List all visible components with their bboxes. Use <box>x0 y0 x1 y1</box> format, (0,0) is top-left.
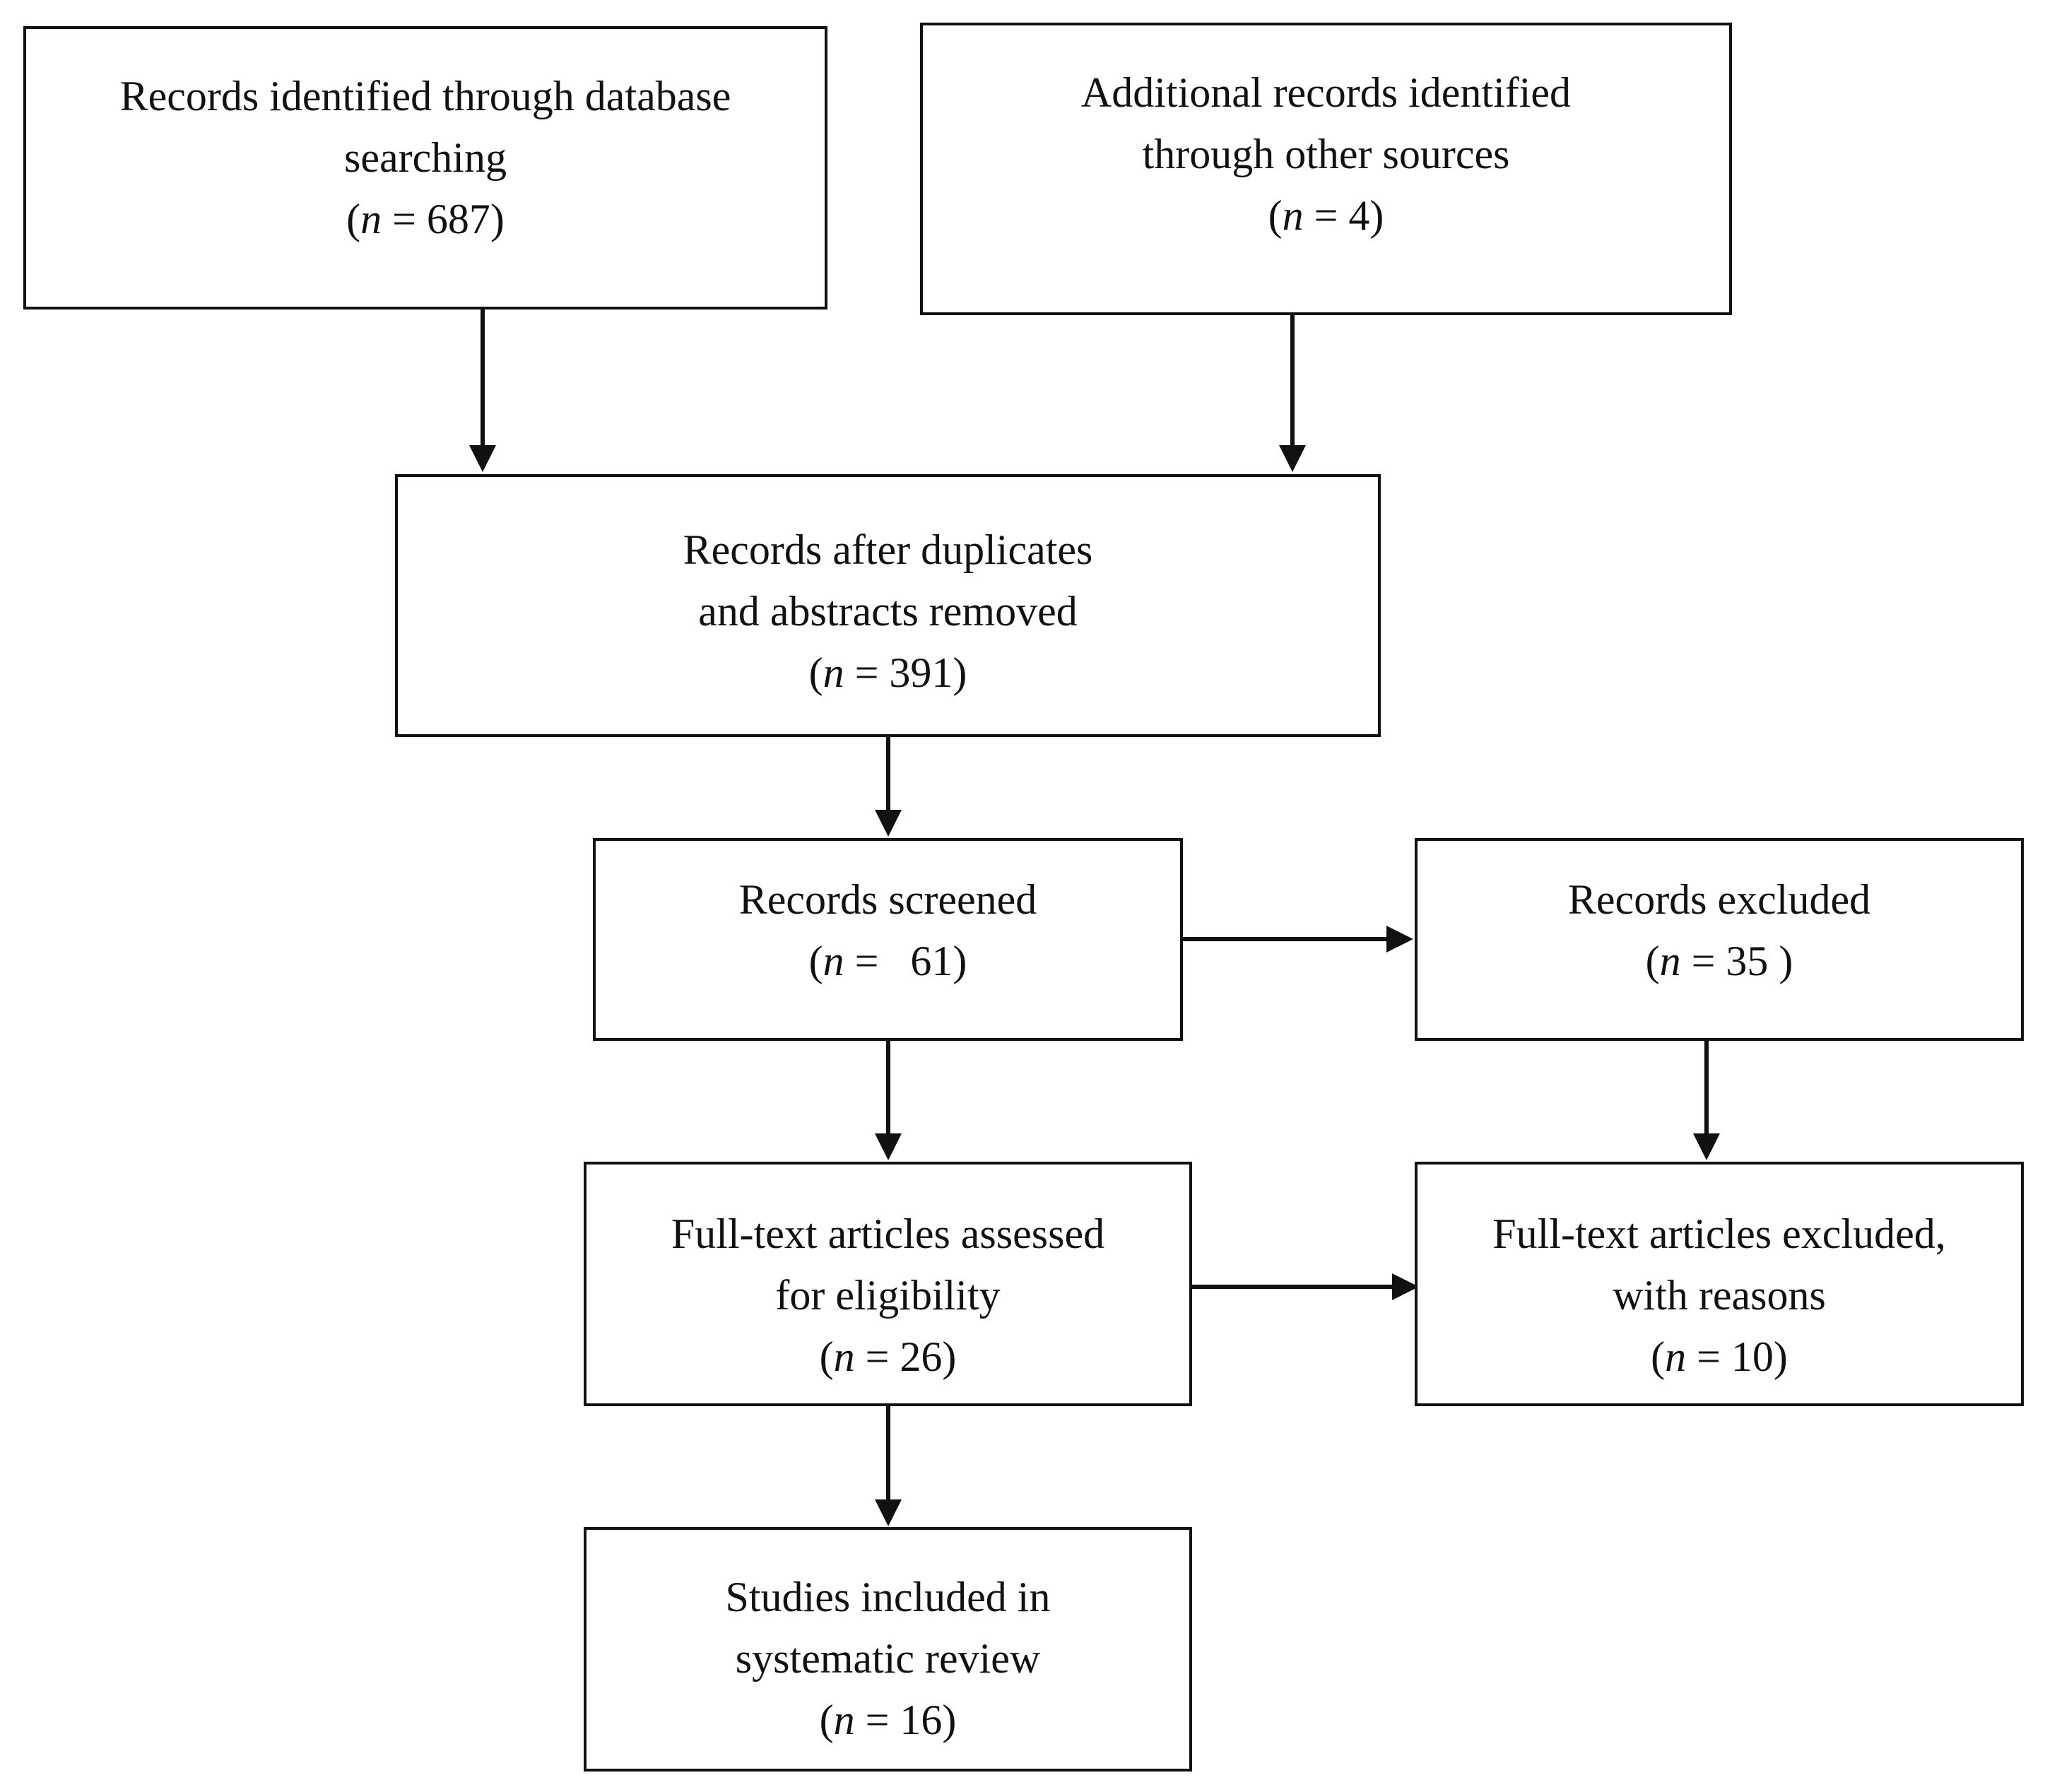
arrowhead-deduplicated-to-screened <box>875 810 902 837</box>
arrowhead-screened-to-assessed <box>875 1133 902 1160</box>
box-fulltext-excluded-line-2: with reasons <box>1613 1272 1826 1319</box>
count-value: 16 <box>900 1697 943 1743</box>
count-value: 26 <box>900 1333 943 1380</box>
count-symbol: n <box>823 938 844 984</box>
box-assessed-line-2: for eligibility <box>775 1272 1001 1319</box>
box-fulltext-excluded-line-1: Full-text articles excluded, <box>1492 1210 1946 1257</box>
box-studies-included: Studies included in systematic review (n… <box>584 1527 1192 1772</box>
box-included-line-1: Studies included in <box>725 1574 1051 1620</box>
box-screened-line-1: Records screened <box>738 876 1037 923</box>
box-assessed-count: (n = 26) <box>819 1333 957 1380</box>
box-database-count: (n = 687) <box>346 196 505 242</box>
count-equals: = <box>844 649 890 696</box>
count-equals: = <box>854 1697 900 1743</box>
box-records-excluded: Records excluded (n = 35 ) <box>1415 838 2024 1041</box>
box-database-line-2: searching <box>344 134 507 181</box>
count-symbol: n <box>823 649 844 696</box>
count-value: 687 <box>426 196 490 242</box>
arrowhead-screened-to-excluded <box>1386 926 1413 953</box>
box-records-screened: Records screened (n = 61) <box>593 838 1183 1041</box>
box-other-sources: Additional records identified through ot… <box>920 23 1732 315</box>
box-fulltext-assessed: Full-text articles assessed for eligibil… <box>584 1162 1192 1406</box>
count-equals: = <box>1680 938 1726 984</box>
box-other-count: (n = 4) <box>1268 192 1384 239</box>
arrowhead-assessed-to-included <box>875 1499 902 1526</box>
box-after-duplicates-line-1: Records after duplicates <box>683 526 1093 573</box>
arrowhead-assessed-to-fulltext-excluded <box>1392 1273 1419 1300</box>
box-other-line-2: through other sources <box>1142 131 1510 177</box>
box-after-duplicates-count: (n = 391) <box>808 649 967 696</box>
count-value: 391 <box>889 649 953 696</box>
count-symbol: n <box>1282 192 1304 239</box>
count-equals: = <box>854 1333 900 1380</box>
arrowhead-excluded-to-fulltext-excluded <box>1693 1133 1720 1160</box>
box-excluded-count: (n = 35 ) <box>1645 938 1793 984</box>
count-equals: = <box>844 938 890 984</box>
count-symbol: n <box>360 196 382 242</box>
box-database-records: Records identified through database sear… <box>23 26 827 310</box>
count-symbol: n <box>1659 938 1681 984</box>
count-equals: = <box>1686 1333 1731 1380</box>
count-symbol: n <box>833 1697 855 1743</box>
count-value: 61 <box>889 938 953 984</box>
box-database-line-1: Records identified through database <box>119 73 731 119</box>
count-value: 4 <box>1348 192 1370 239</box>
box-fulltext-excluded-count: (n = 10) <box>1651 1333 1788 1380</box>
box-included-line-2: systematic review <box>735 1635 1041 1682</box>
count-value: 10 <box>1731 1333 1774 1380</box>
box-included-count: (n = 16) <box>819 1697 957 1743</box>
box-excluded-line-1: Records excluded <box>1567 876 1871 923</box>
box-after-duplicates: Records after duplicates and abstracts r… <box>395 474 1381 737</box>
arrowhead-other-to-deduplicated <box>1279 445 1306 472</box>
count-symbol: n <box>833 1333 855 1380</box>
count-equals: = <box>382 196 427 242</box>
count-value: 35 <box>1726 938 1779 984</box>
box-assessed-line-1: Full-text articles assessed <box>671 1210 1105 1257</box>
count-equals: = <box>1303 192 1349 239</box>
box-after-duplicates-line-2: and abstracts removed <box>698 588 1078 635</box>
arrowhead-database-to-deduplicated <box>469 445 496 472</box>
count-symbol: n <box>1665 1333 1687 1380</box>
box-screened-count: (n = 61) <box>808 938 967 984</box>
box-other-line-1: Additional records identified <box>1080 69 1572 116</box>
box-fulltext-excluded: Full-text articles excluded, with reason… <box>1415 1162 2024 1406</box>
